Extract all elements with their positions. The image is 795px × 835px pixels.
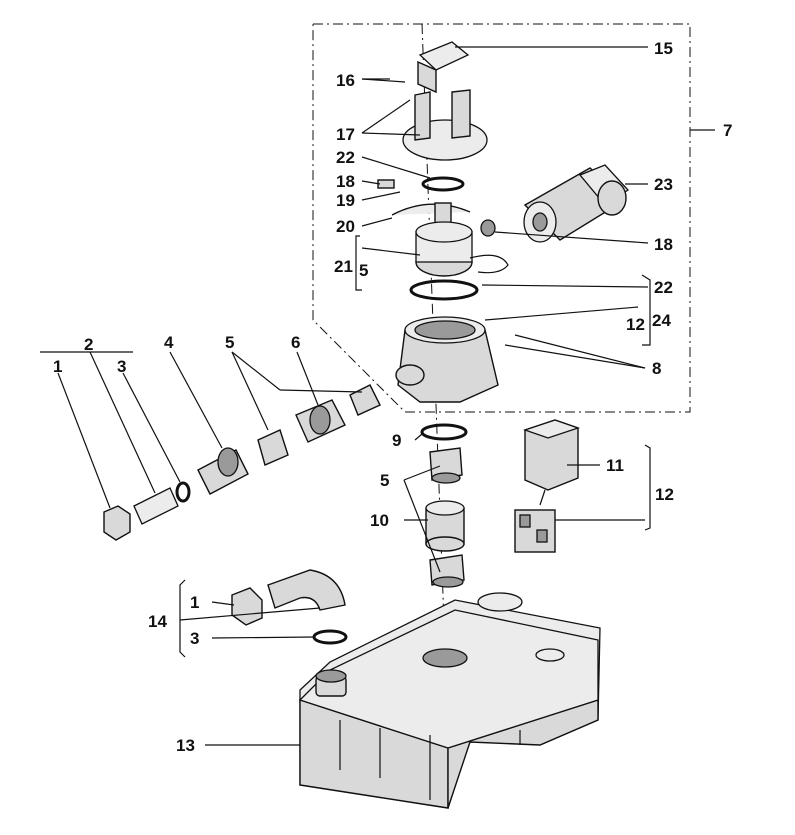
callout-20: 20 — [336, 217, 355, 236]
check-valve-5a — [257, 429, 289, 466]
callout-5: 5 — [225, 333, 234, 352]
o-ring-upper — [421, 176, 465, 192]
callout-5-vertical: 5 — [380, 471, 389, 490]
o-ring-3 — [175, 481, 191, 503]
callout-16: 16 — [336, 71, 355, 90]
o-ring-9 — [420, 423, 468, 441]
callout-9: 9 — [392, 431, 401, 450]
callout-18-upper: 18 — [336, 172, 355, 191]
callout-17: 17 — [336, 125, 355, 144]
callout-1-elbow: 1 — [190, 593, 199, 612]
tank-body — [298, 592, 601, 809]
top-plate — [402, 89, 488, 161]
callout-10: 10 — [370, 511, 389, 530]
callout-22-lower: 22 — [654, 278, 673, 297]
pump-head — [415, 221, 509, 277]
callout-labels: 1 2 3 4 5 6 7 8 9 10 11 12 13 14 1 3 5 1… — [53, 39, 732, 755]
check-valve-5b — [349, 384, 381, 416]
check-valve-lower — [429, 554, 465, 588]
callout-3-elbow: 3 — [190, 629, 199, 648]
top-bracket — [417, 41, 470, 94]
assembly-boundary-7 — [312, 23, 691, 651]
switch-cover — [522, 419, 581, 491]
callout-15: 15 — [654, 39, 673, 58]
callout-2: 2 — [84, 335, 93, 354]
callout-14: 14 — [148, 612, 167, 631]
callout-22-upper: 22 — [336, 148, 355, 167]
callout-1: 1 — [53, 357, 62, 376]
callout-21: 21 — [334, 257, 353, 276]
callout-23: 23 — [654, 175, 673, 194]
switch-module — [514, 489, 556, 553]
callout-12-pump: 12 — [626, 315, 645, 334]
callout-4: 4 — [164, 333, 174, 352]
nut-1-horizontal — [103, 505, 131, 541]
callout-13: 13 — [176, 736, 195, 755]
union-6 — [295, 399, 346, 443]
o-ring-3b — [312, 629, 348, 645]
o-ring-lower — [409, 279, 479, 301]
elbow-pipe — [231, 569, 346, 626]
callout-3: 3 — [117, 357, 126, 376]
callout-11: 11 — [606, 456, 624, 475]
callout-18-motor: 18 — [654, 235, 673, 254]
callout-5-pump: 5 — [359, 261, 368, 280]
union-4 — [197, 447, 249, 495]
callout-24: 24 — [652, 311, 671, 330]
motor — [523, 164, 629, 243]
pipe-stub-2 — [133, 487, 179, 525]
callout-19: 19 — [336, 191, 355, 210]
callout-6: 6 — [291, 333, 300, 352]
callout-7: 7 — [723, 121, 732, 140]
leader-lines — [40, 46, 715, 746]
sleeve-10 — [425, 500, 465, 552]
callout-8: 8 — [652, 359, 661, 378]
check-valve-upper — [429, 447, 463, 484]
pump-base — [395, 316, 499, 403]
callout-12: 12 — [655, 485, 674, 504]
